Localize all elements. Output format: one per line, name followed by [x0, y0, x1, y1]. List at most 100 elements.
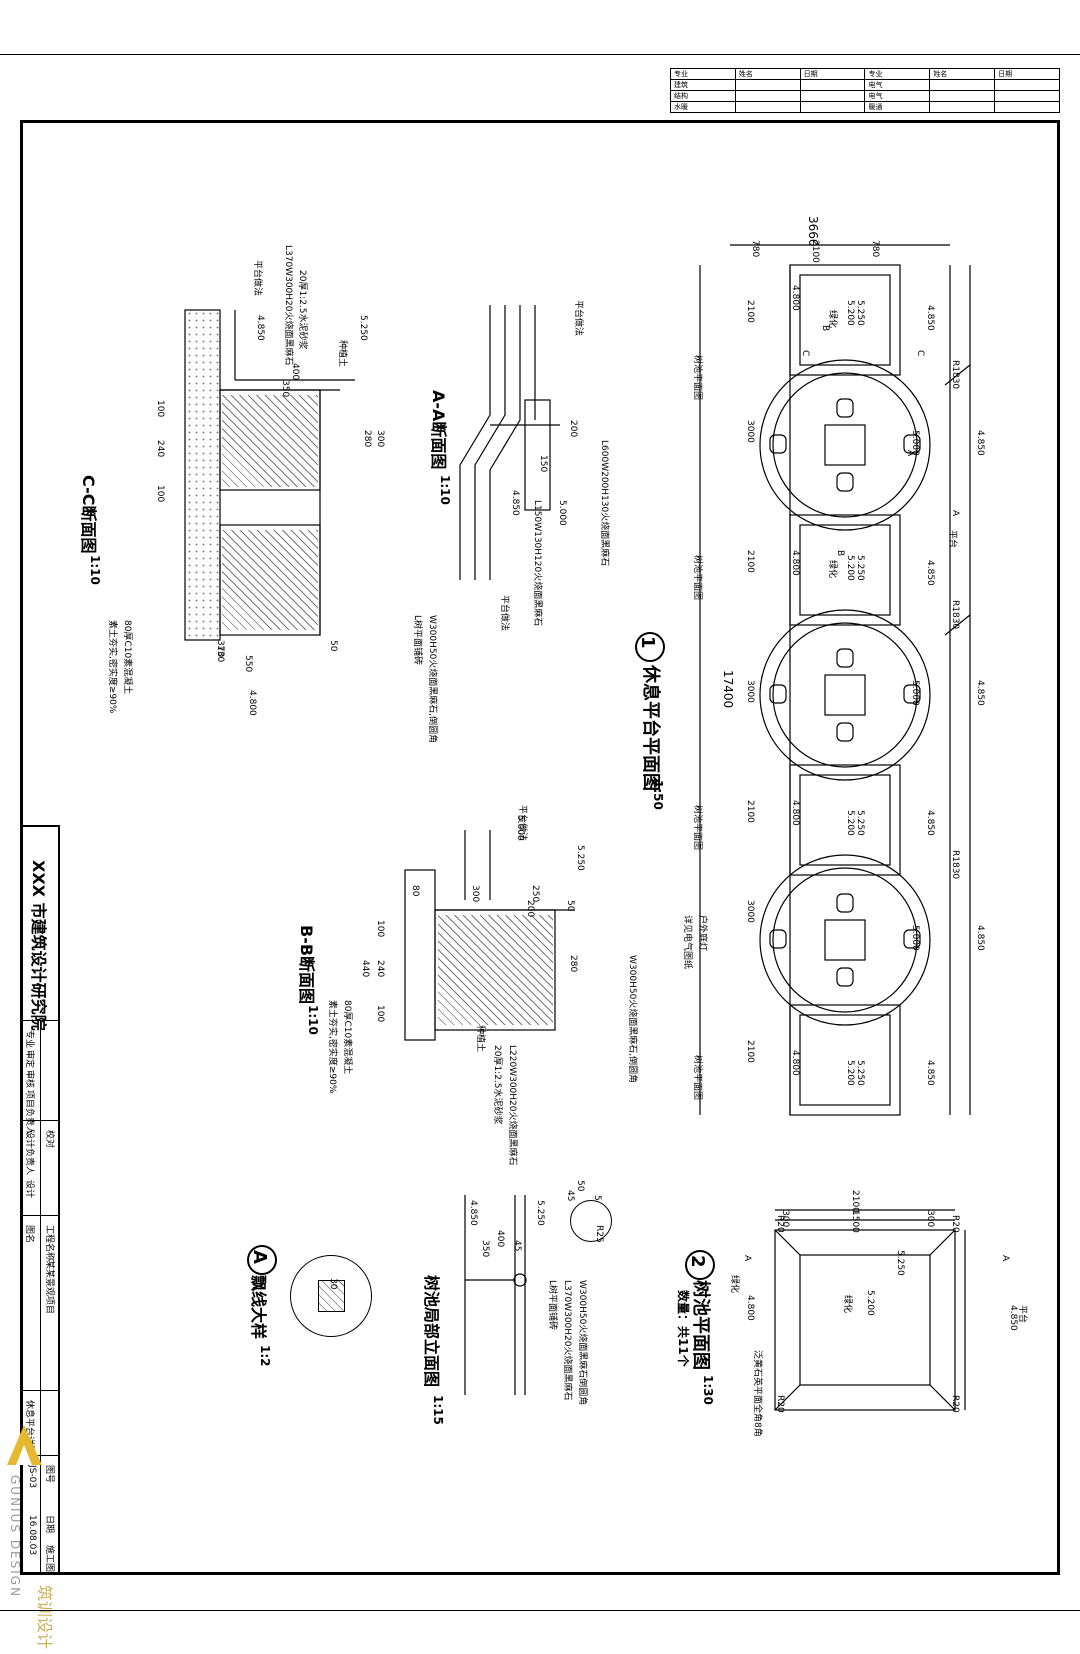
section-cc-hatch	[222, 530, 318, 630]
section-cc	[184, 309, 355, 641]
plan2-number-circle	[685, 1250, 715, 1280]
brand-logo-icon	[7, 1425, 42, 1465]
plan1-level: 5.250	[855, 300, 865, 326]
plan1-level: 5.250	[855, 1060, 865, 1086]
section-bb-dim: 100	[375, 1005, 385, 1023]
elevation-note: L370W300H20火烧面黑麻石	[562, 1280, 572, 1401]
plan2-green: 绿化	[842, 1295, 852, 1314]
brand-watermark: GUNIUS DESIGN	[8, 1475, 22, 1599]
plan1-level: 4.800	[790, 800, 800, 826]
elevation-dim: 400	[495, 1230, 505, 1248]
brand-watermark-cn: 筑训设计	[35, 1585, 54, 1650]
elevation-dim: 350	[480, 1240, 490, 1258]
section-bb-dim: 300	[470, 885, 480, 903]
section-cc-soil	[186, 310, 220, 640]
section-cc-note: L树平面铺砖	[412, 615, 422, 666]
plan2-label-a: A	[1000, 1255, 1010, 1262]
section-bb-dim: 240	[375, 960, 385, 978]
section-bb-dim: 80	[410, 885, 420, 897]
tree-pit-plan	[774, 1209, 966, 1411]
elevation-dim: 45	[565, 1190, 575, 1202]
section-bb-hatch	[438, 915, 553, 1025]
plan1-title: 休息平台平面图	[640, 665, 661, 791]
plan1-radius: R1830	[950, 600, 960, 630]
plan1-level: 4.850	[975, 430, 985, 456]
rest-platform-plan	[699, 244, 971, 1116]
signoff-cell: 结构	[670, 90, 736, 102]
tb-date-label: 日期	[44, 1515, 54, 1534]
tb-row: 设计负责人	[24, 1130, 34, 1176]
plan1-label-b: B	[820, 325, 830, 332]
plan1-note: 树池平面图	[692, 805, 702, 851]
plan1-level: 4.850	[975, 680, 985, 706]
plan1-dim: 3000	[745, 900, 755, 923]
section-cc-note: 素土夯实,密实度≥90%	[107, 620, 117, 714]
section-bb	[404, 830, 575, 1041]
section-cc-level: 4.850	[255, 315, 265, 341]
section-cc-dim: 240	[155, 440, 165, 458]
tb-row: 审核	[24, 1070, 34, 1089]
plan1-level: 4.850	[925, 1060, 935, 1086]
tb-row: 专业	[24, 1030, 34, 1049]
section-aa-title: A-A断面图	[429, 390, 448, 470]
tb-stage: 施工图	[44, 1545, 54, 1573]
plan1-dim-total: 17400	[721, 670, 735, 709]
tb-drawing-label: 图名	[24, 1225, 34, 1244]
elevation-title: 树池局部立面图	[422, 1275, 441, 1388]
plan1-platform: 平台	[947, 530, 957, 549]
plan1-level: 4.850	[925, 560, 935, 586]
elevation-note: L树平面铺砖	[547, 1280, 557, 1331]
plan1-radius: R1830	[950, 850, 960, 880]
plan1-dim: 2100	[745, 550, 755, 573]
tb-project-name: 某某景观项目	[44, 1260, 54, 1315]
plan2-title: 树池平面图	[690, 1280, 711, 1370]
section-bb-dim: 440	[360, 960, 370, 978]
plan1-level: 5.200	[845, 1060, 855, 1086]
tb-project-label: 工程名称	[44, 1225, 54, 1262]
plan1-level: 5.250	[855, 555, 865, 581]
section-cc-level: 5.250	[358, 315, 368, 341]
plan1-level: 4.800	[790, 550, 800, 576]
plan1-number: 1	[637, 636, 658, 649]
elevation-dim: 5	[592, 1195, 602, 1201]
signoff-cell: 日期	[799, 68, 866, 80]
plan1-radius: R1830	[950, 360, 960, 390]
plan2-r20: R20	[775, 1395, 785, 1413]
plan2-label-a: A	[742, 1255, 752, 1262]
section-cc-dim: 100	[155, 400, 165, 418]
section-cc-note: 20厚1:2.5水泥砂浆	[297, 270, 307, 350]
elevation-level: 4.850	[468, 1200, 478, 1226]
section-aa-level: 5.000	[557, 500, 567, 526]
plan1-green: 绿化	[827, 560, 837, 579]
section-bb-scale: 1:10	[306, 1005, 320, 1035]
section-aa	[459, 305, 560, 580]
section-cc-dim: 130	[215, 645, 225, 663]
elevation-r25: R25	[594, 1225, 604, 1243]
plan1-dim: 3000	[745, 680, 755, 703]
section-bb-note: 80厚C10素混凝土	[342, 1000, 352, 1075]
plan2-level: 5.200	[865, 1290, 875, 1316]
plan1-level: 5.200	[845, 300, 855, 326]
plan1-dim: 2100	[745, 1040, 755, 1063]
plan2-dim: 300	[925, 1210, 935, 1228]
tb-row: 校对	[44, 1130, 54, 1149]
section-bb-note: 素土夯实,密实度≥90%	[327, 1000, 337, 1094]
section-cc-dim: 50	[328, 640, 338, 652]
detail-a-dim: 30	[328, 1278, 338, 1290]
section-aa-dim: 200	[568, 420, 578, 438]
section-cc-dim: 550	[243, 655, 253, 673]
section-cc-hatch	[222, 395, 318, 487]
detail-a-number: A	[249, 1250, 270, 1264]
section-aa-level: 4.850	[510, 490, 520, 516]
plan1-label-a: A	[950, 510, 960, 517]
plan1-level: 4.850	[925, 305, 935, 331]
section-bb-title: B-B断面图	[297, 925, 316, 1005]
section-cc-scale: 1:10	[88, 555, 102, 585]
tree-pit-elevation	[464, 1195, 527, 1395]
signoff-cell: 水暖	[670, 101, 736, 113]
plan2-note: 泛黄石英平面全角8角	[752, 1350, 762, 1437]
plan1-label-c: C	[800, 350, 810, 357]
plan1-dim: 2100	[745, 300, 755, 323]
section-bb-note: 种植土	[475, 1025, 485, 1053]
plan1-level: 5.000	[910, 680, 920, 706]
